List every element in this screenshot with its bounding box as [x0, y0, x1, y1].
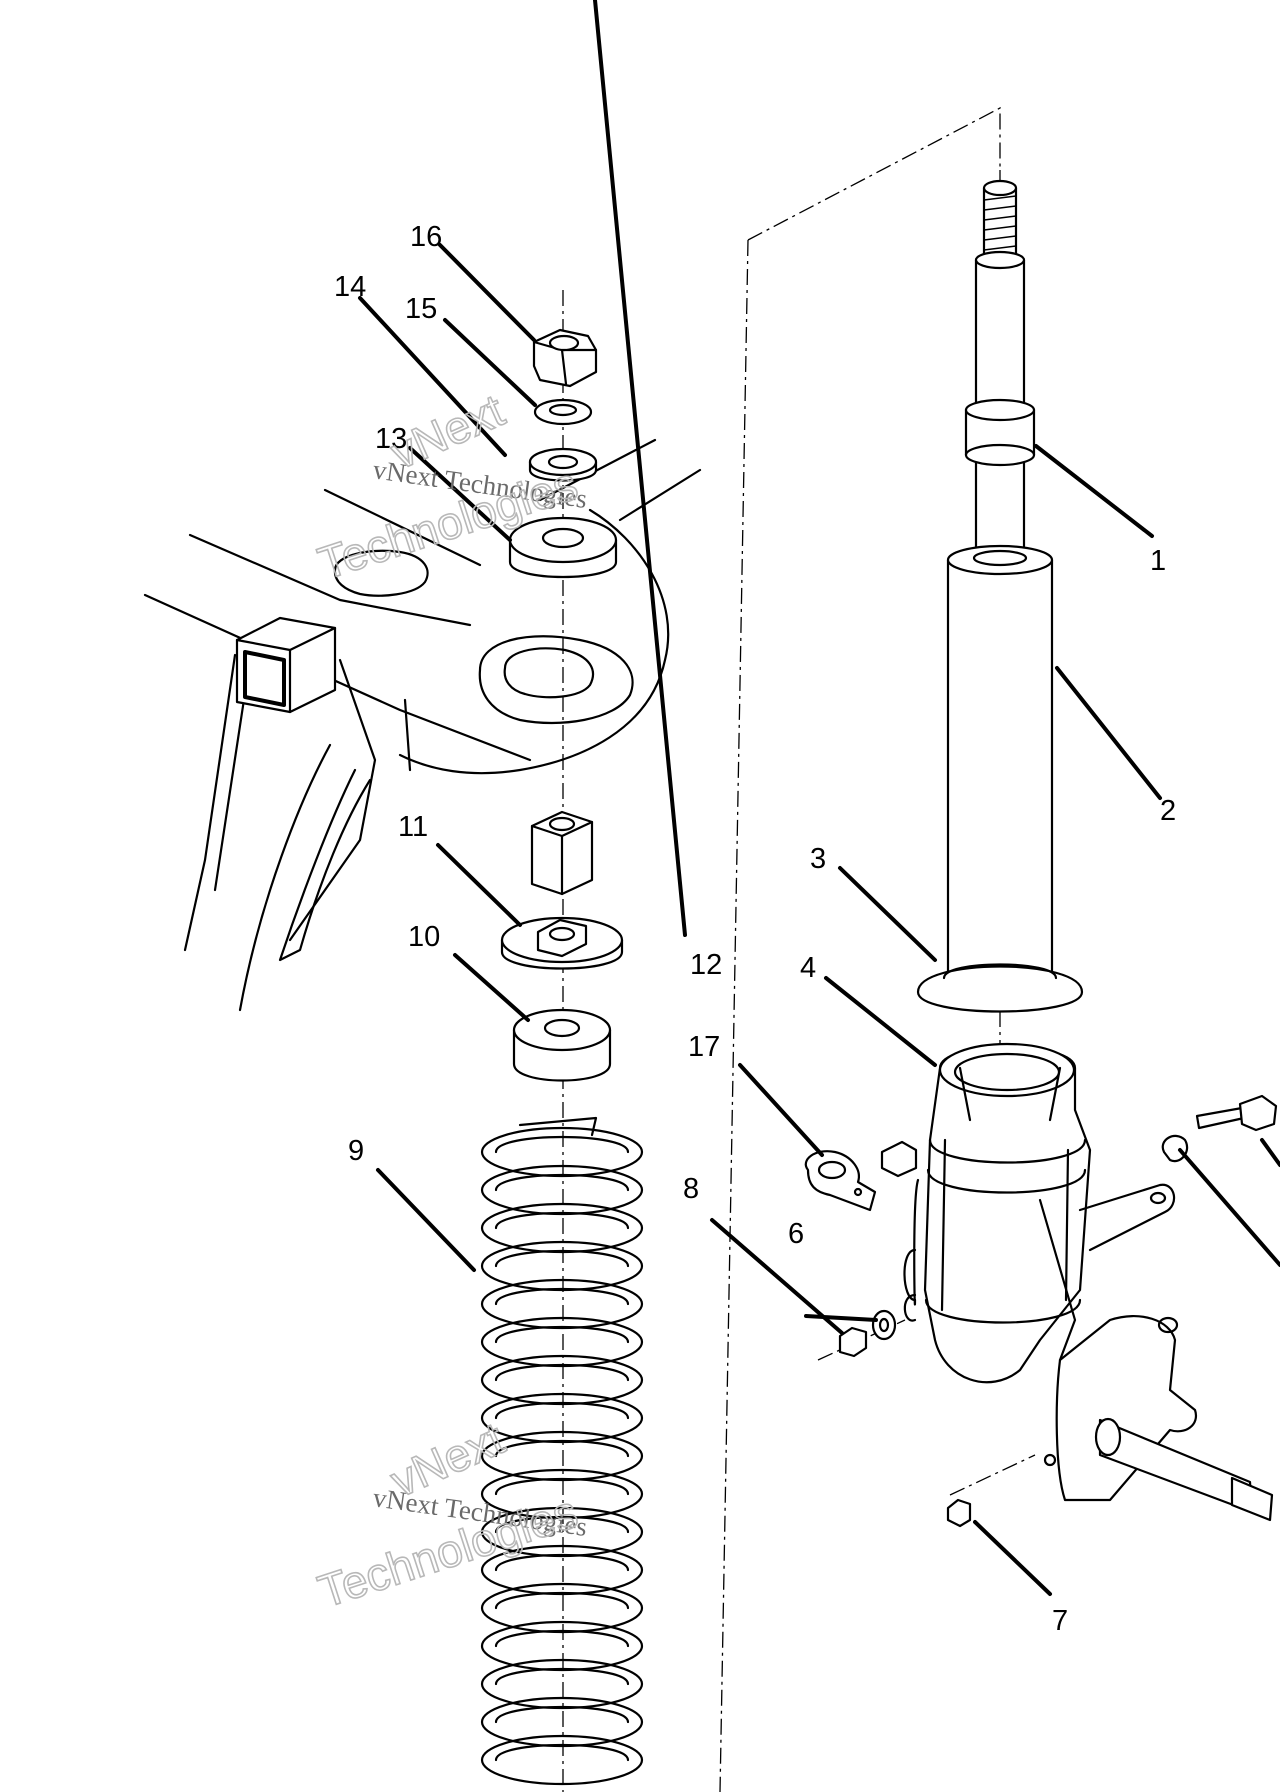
spring-coil-inner: [494, 1591, 630, 1610]
spring-coil-outer: [480, 1316, 644, 1368]
part-13-bushing: [508, 516, 618, 579]
part-14-washer: [528, 447, 598, 482]
spring-coil-outer: [480, 1392, 644, 1444]
callout-3: 3: [810, 843, 826, 875]
spring-coil-outer: [480, 1164, 644, 1216]
spring-coil-outer: [480, 1620, 644, 1672]
callout-15: 15: [405, 293, 437, 325]
spring-coil-outer: [480, 1278, 644, 1330]
part-4-knuckle: [903, 1042, 1274, 1522]
callout-10: 10: [408, 921, 440, 953]
spring-coil-inner: [494, 1629, 630, 1648]
spring-coil-outer: [480, 1658, 644, 1710]
spring-coil-outer: [480, 1354, 644, 1406]
part-11-washer-nut: [500, 916, 624, 970]
callout-2: 2: [1160, 795, 1176, 827]
spring-coil-inner: [494, 1439, 630, 1458]
callout-8: 8: [683, 1173, 699, 1205]
spring-coil-outer: [480, 1240, 644, 1292]
part-15-lock-washer: [533, 398, 593, 426]
spring-coil-inner: [494, 1135, 630, 1154]
callout-12: 12: [690, 949, 722, 981]
part-12-spacer: [530, 810, 594, 896]
spring-coil-inner: [494, 1249, 630, 1268]
callout-11: 11: [398, 811, 428, 843]
callout-4: 4: [800, 952, 816, 984]
callout-9: 9: [348, 1135, 364, 1167]
part-10-bushing: [512, 1008, 612, 1082]
part-8-nut: [838, 1326, 868, 1358]
spring-coil-inner: [494, 1325, 630, 1344]
part-6-washer: [871, 1309, 897, 1341]
part-3-spring-seat: [916, 963, 1084, 1013]
callout-17: 17: [688, 1031, 720, 1063]
part-17-clamp: [804, 1150, 877, 1212]
part-16-nut: [532, 328, 598, 388]
spring-coil-outer: [480, 1582, 644, 1634]
frame-a-arm: [143, 438, 702, 1012]
spring-coil-inner: [494, 1667, 630, 1686]
part-5-bolt-right: [880, 1094, 1278, 1178]
panel-divider: [719, 106, 1001, 1792]
spring-coil-inner: [494, 1515, 630, 1534]
spring-coil-inner: [494, 1743, 630, 1762]
spring-coil-inner: [494, 1401, 630, 1420]
spring-coil-inner: [494, 1553, 630, 1572]
callout-1: 1: [1150, 545, 1166, 577]
spring-coil-inner: [494, 1211, 630, 1230]
spring-coil-outer: [480, 1696, 644, 1748]
spring-coil-inner: [494, 1705, 630, 1724]
spring-coil-inner: [494, 1173, 630, 1192]
callout-14: 14: [334, 271, 366, 303]
part-7-fitting: [946, 1498, 972, 1528]
callout-7: 7: [1052, 1605, 1068, 1637]
spring-end: [518, 1116, 598, 1137]
spring-coil-outer: [480, 1126, 644, 1178]
callout-13: 13: [375, 423, 407, 455]
part-2-strut-body: [946, 544, 1054, 989]
spring-coil-inner: [494, 1363, 630, 1382]
spring-coil-outer: [480, 1202, 644, 1254]
leader-lines: [358, 0, 1280, 1596]
callout-6: 6: [788, 1218, 804, 1250]
spring-coil-outer: [480, 1734, 644, 1786]
callout-labels: 1 2 3 4 6 7 8 9 10 11 12 13 14 15 16 17: [334, 221, 1176, 1637]
part-9-coil-spring: [480, 1116, 644, 1786]
part-1-strut-rod: [964, 179, 1036, 562]
callout-16: 16: [410, 221, 442, 253]
spring-coil-inner: [494, 1287, 630, 1306]
spring-coil-inner: [494, 1477, 630, 1496]
